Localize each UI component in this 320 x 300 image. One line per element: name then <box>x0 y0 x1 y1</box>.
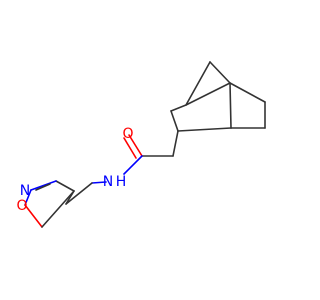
bond-isoxazole-o-c <box>24 204 43 228</box>
bond-ring-bottom <box>177 127 232 132</box>
bond-nitrogen-to-chain <box>91 181 107 184</box>
bond-ring-bridge-down <box>229 82 232 129</box>
bond-isoxazole-inner-double <box>35 183 51 191</box>
chemical-structure-diagram: O N H N O <box>16 61 266 228</box>
bond-bridge-left <box>185 61 211 106</box>
amide-nitrogen-label: N <box>103 174 113 190</box>
bond-isoxazole-top <box>55 180 75 192</box>
carbonyl-oxygen-label: O <box>122 126 133 142</box>
bond-ring-left-upper <box>170 104 187 112</box>
bond-isoxazole-n-o <box>24 189 32 206</box>
bond-ring-left-vertical <box>170 110 179 132</box>
bond-isoxazole-n-c <box>30 180 57 191</box>
bond-bridge-right <box>209 61 231 84</box>
isoxazole-oxygen-label: O <box>16 198 27 214</box>
bond-carbonyl-to-nitrogen <box>123 155 143 175</box>
bond-ethyl-linker <box>65 182 93 205</box>
amide-hydrogen-label: H <box>116 174 127 190</box>
bond-isoxazole-bottom <box>41 190 75 228</box>
bond-ring-top <box>185 82 231 106</box>
bond-carbonyl-secondary <box>123 137 137 159</box>
isoxazole-nitrogen-label: N <box>20 183 30 199</box>
bond-ring-right-upper <box>229 82 266 103</box>
bond-carbonyl-primary <box>128 134 143 157</box>
bond-ring-to-methylene <box>172 130 179 157</box>
